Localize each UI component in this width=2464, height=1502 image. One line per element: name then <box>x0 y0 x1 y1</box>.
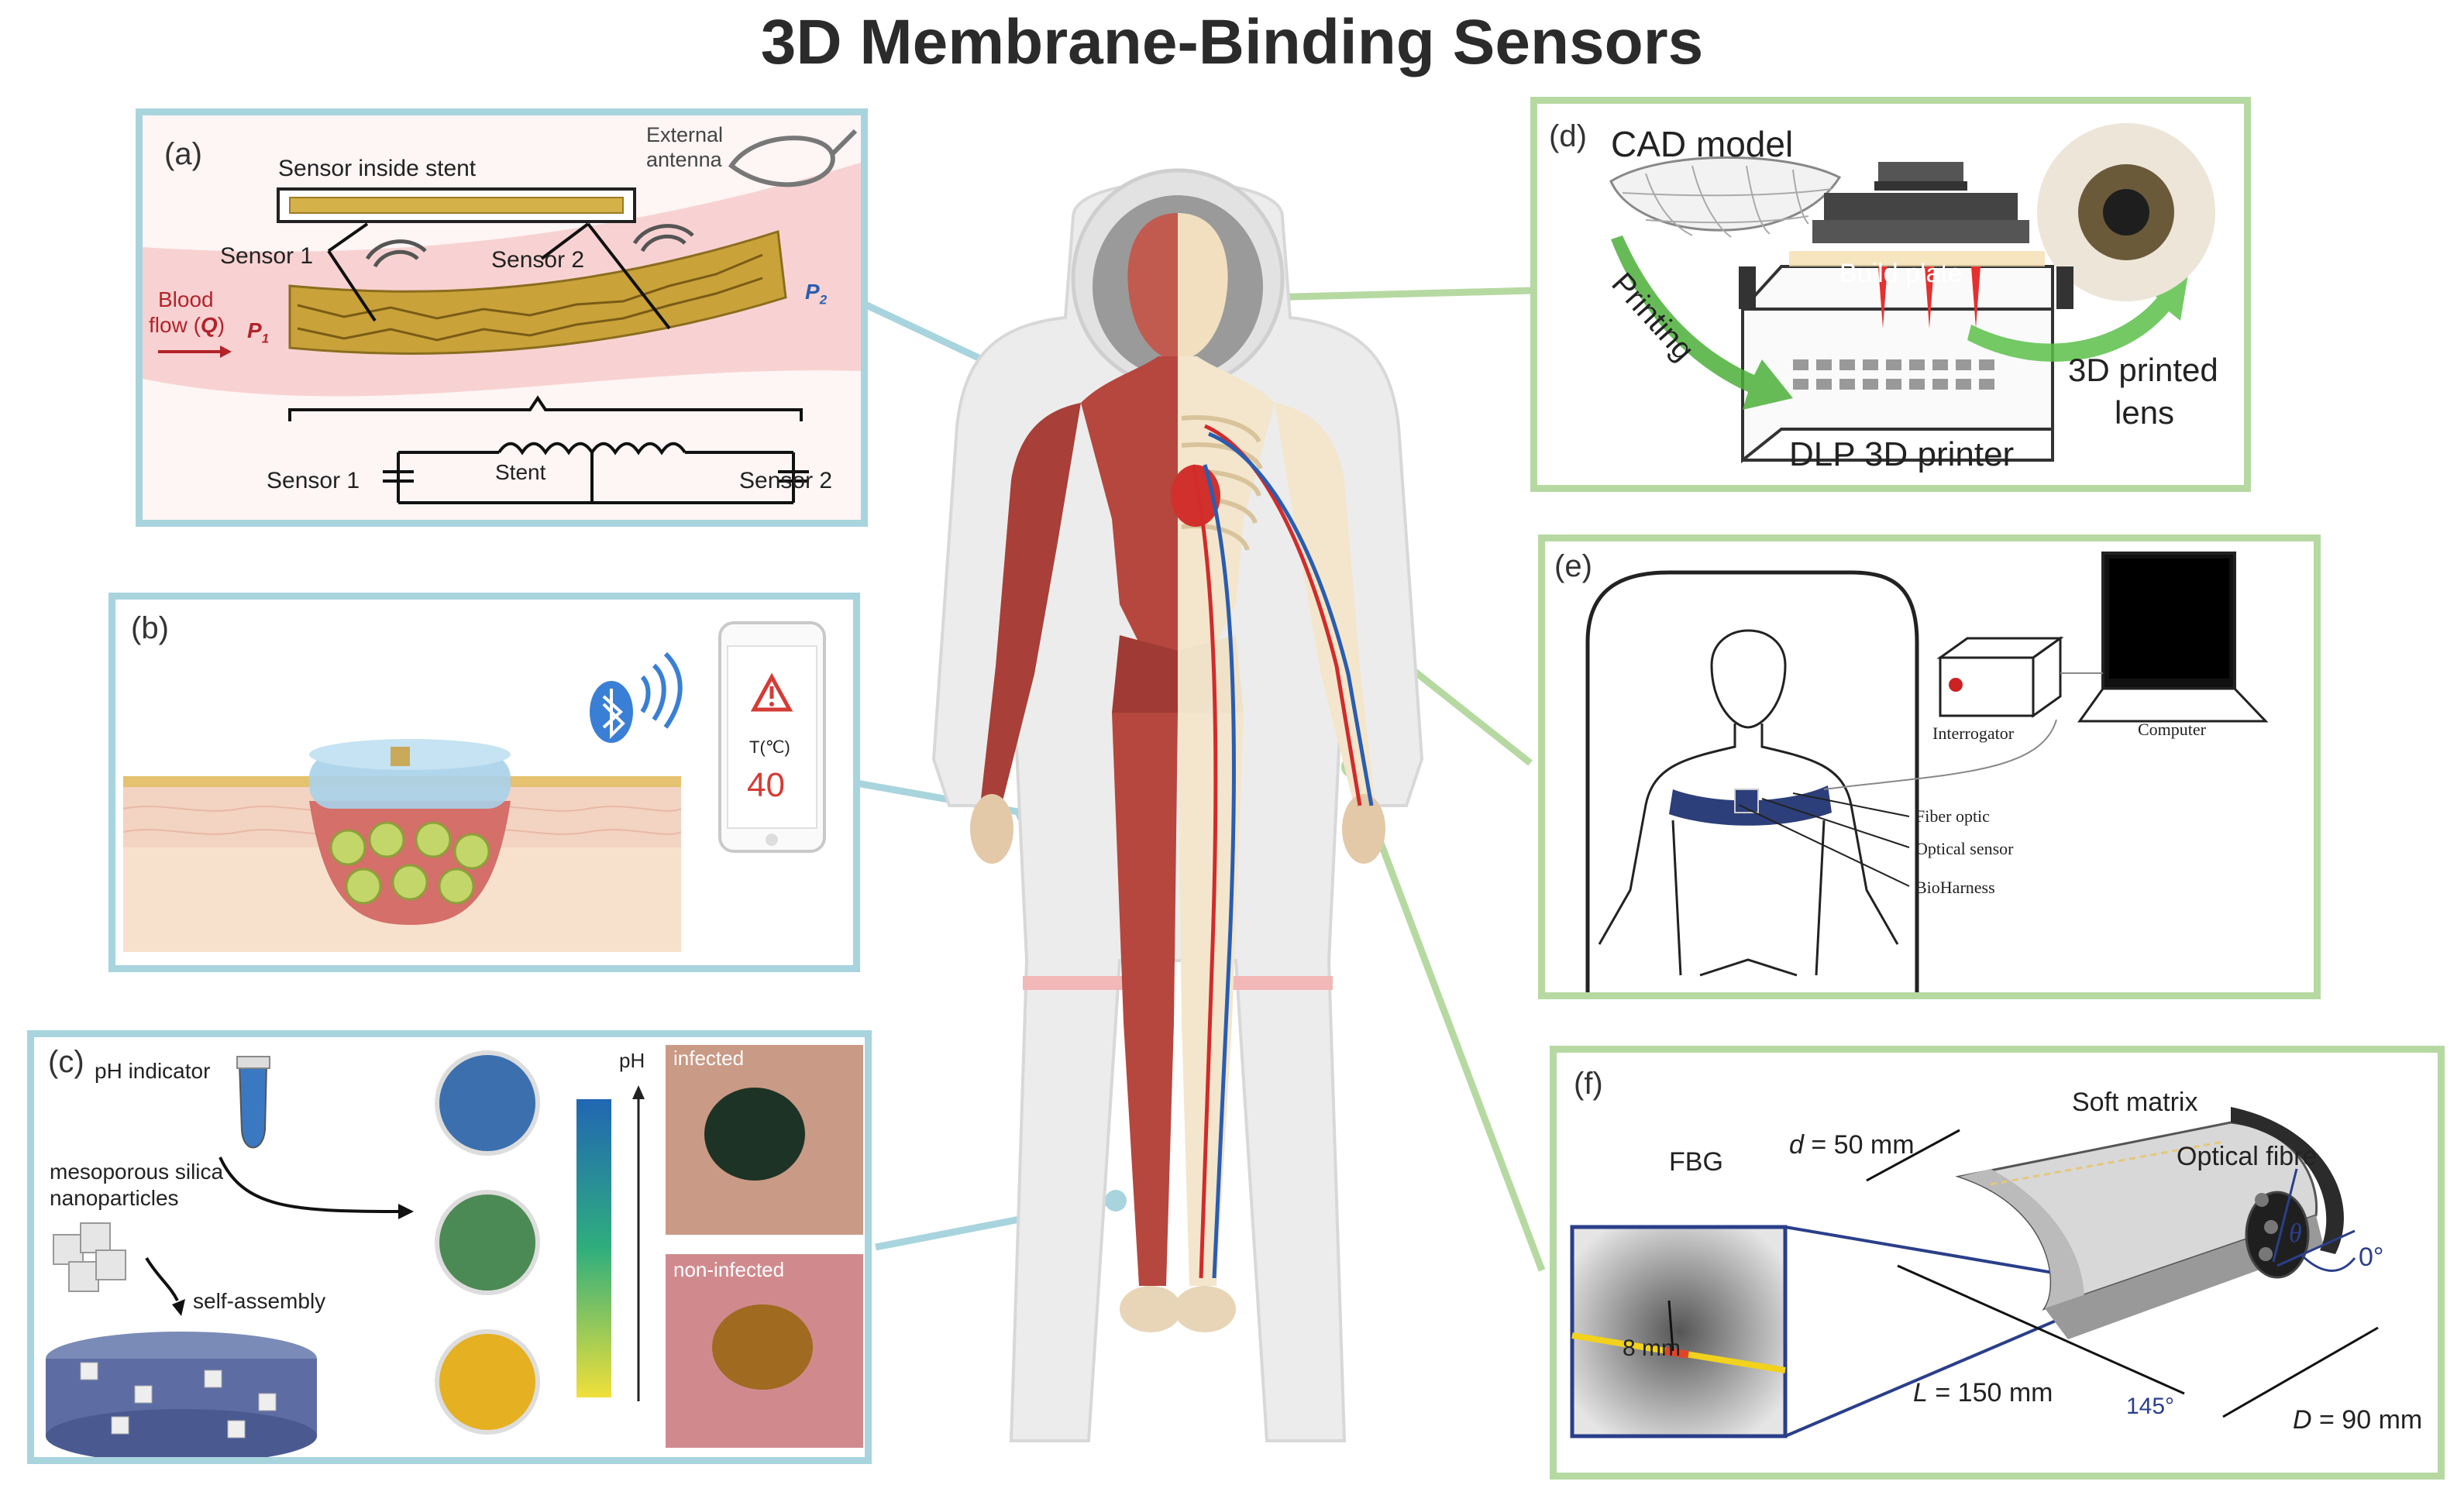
panel-label: (c) <box>48 1045 84 1079</box>
optical-fibre-label: Optical fibre <box>2177 1142 2318 1171</box>
optical-sensor-label: Optical sensor <box>1915 839 2014 858</box>
dlp-printer-illustration <box>1609 123 2215 464</box>
phone-temperature-value: 40 <box>747 766 785 804</box>
fbg-sensor-illustration <box>1570 1107 2379 1438</box>
8mm-label: 8 mm <box>1623 1335 1681 1361</box>
nanoparticles-label: nanoparticles <box>50 1186 179 1210</box>
stent-illustration <box>143 115 861 520</box>
interrogator-label: Interrogator <box>1932 724 2015 743</box>
panel-e: (e) Interrogator Computer Fiber optic Op… <box>1538 534 2321 999</box>
bioharness-illustration <box>1585 552 2269 992</box>
ph-indicator-label: pH indicator <box>95 1059 211 1083</box>
blood-label: Blood <box>158 287 214 311</box>
lens-label: lens <box>2115 394 2175 431</box>
test-tube-icon <box>238 1064 268 1149</box>
p1-label: P1 <box>247 318 270 346</box>
infected-label: infected <box>673 1047 745 1070</box>
panel-label: (f) <box>1574 1067 1603 1101</box>
3d-printed-label: 3D printed <box>2068 352 2218 388</box>
self-assembly-label: self-assembly <box>193 1289 326 1313</box>
d-label: d = 50 mm <box>1789 1130 1915 1160</box>
dlp-printer-label: DLP 3D printer <box>1789 435 2015 473</box>
panel-label: (a) <box>164 137 202 171</box>
phone-temperature-unit: T(℃) <box>749 737 790 757</box>
panel-f: (f) Soft matrix Optical fibre d = 50 mm … <box>1550 1046 2445 1480</box>
length-label: L = 150 mm <box>1913 1378 2053 1407</box>
panel-label: (e) <box>1554 549 1592 583</box>
flow-label: flow (Q) <box>149 313 225 337</box>
ph-indicator-illustration <box>46 1045 863 1457</box>
panel-a: (a) Sensor inside stent External antenna… <box>136 108 868 527</box>
wifi-signal-icon <box>640 651 683 729</box>
bioharness-label: BioHarness <box>1915 878 1995 897</box>
p2-label: P2 <box>805 280 828 308</box>
panel-c: (c) pH indicator mesoporous silica nanop… <box>27 1030 872 1464</box>
angle-0-label: 0° <box>2359 1243 2384 1272</box>
computer-label: Computer <box>2138 720 2206 739</box>
sensor1-label: Sensor 1 <box>220 243 314 269</box>
panel-label: (b) <box>131 611 169 645</box>
ph-axis-label: pH <box>619 1049 645 1072</box>
non-infected-label: non-infected <box>673 1258 785 1281</box>
wound-patch-illustration <box>122 621 826 952</box>
theta-label: θ <box>2289 1219 2302 1248</box>
panel-d: (d) CAD model Build plate Printing 3D pr… <box>1530 97 2251 492</box>
antenna-label: antenna <box>646 148 722 171</box>
external-label: External <box>646 123 724 146</box>
human-body-illustration <box>931 168 1424 1442</box>
warning-triangle-icon <box>750 672 793 712</box>
figure-title: 3D Membrane-Binding Sensors <box>760 7 1704 77</box>
diameter-label: D = 90 mm <box>2293 1405 2423 1435</box>
panel-label: (d) <box>1549 119 1587 153</box>
sensor-inside-stent-label: Sensor inside stent <box>278 156 477 181</box>
mesoporous-silica-label: mesoporous silica <box>50 1160 224 1184</box>
circuit-stent-label: Stent <box>495 460 546 484</box>
circuit-sensor2-label: Sensor 2 <box>739 468 833 493</box>
fiber-optic-label: Fiber optic <box>1915 806 1990 826</box>
circuit-sensor1-label: Sensor 1 <box>267 468 360 493</box>
sensor2-label: Sensor 2 <box>491 247 585 273</box>
angle-145-label: 145° <box>2126 1394 2175 1419</box>
soft-matrix-label: Soft matrix <box>2072 1088 2198 1117</box>
fbg-label: FBG <box>1669 1147 1723 1177</box>
cad-model-label: CAD model <box>1611 124 1794 164</box>
panel-b: (b) T(℃) 40 <box>108 593 860 972</box>
build-plate-label: Build plate <box>1839 259 1963 288</box>
